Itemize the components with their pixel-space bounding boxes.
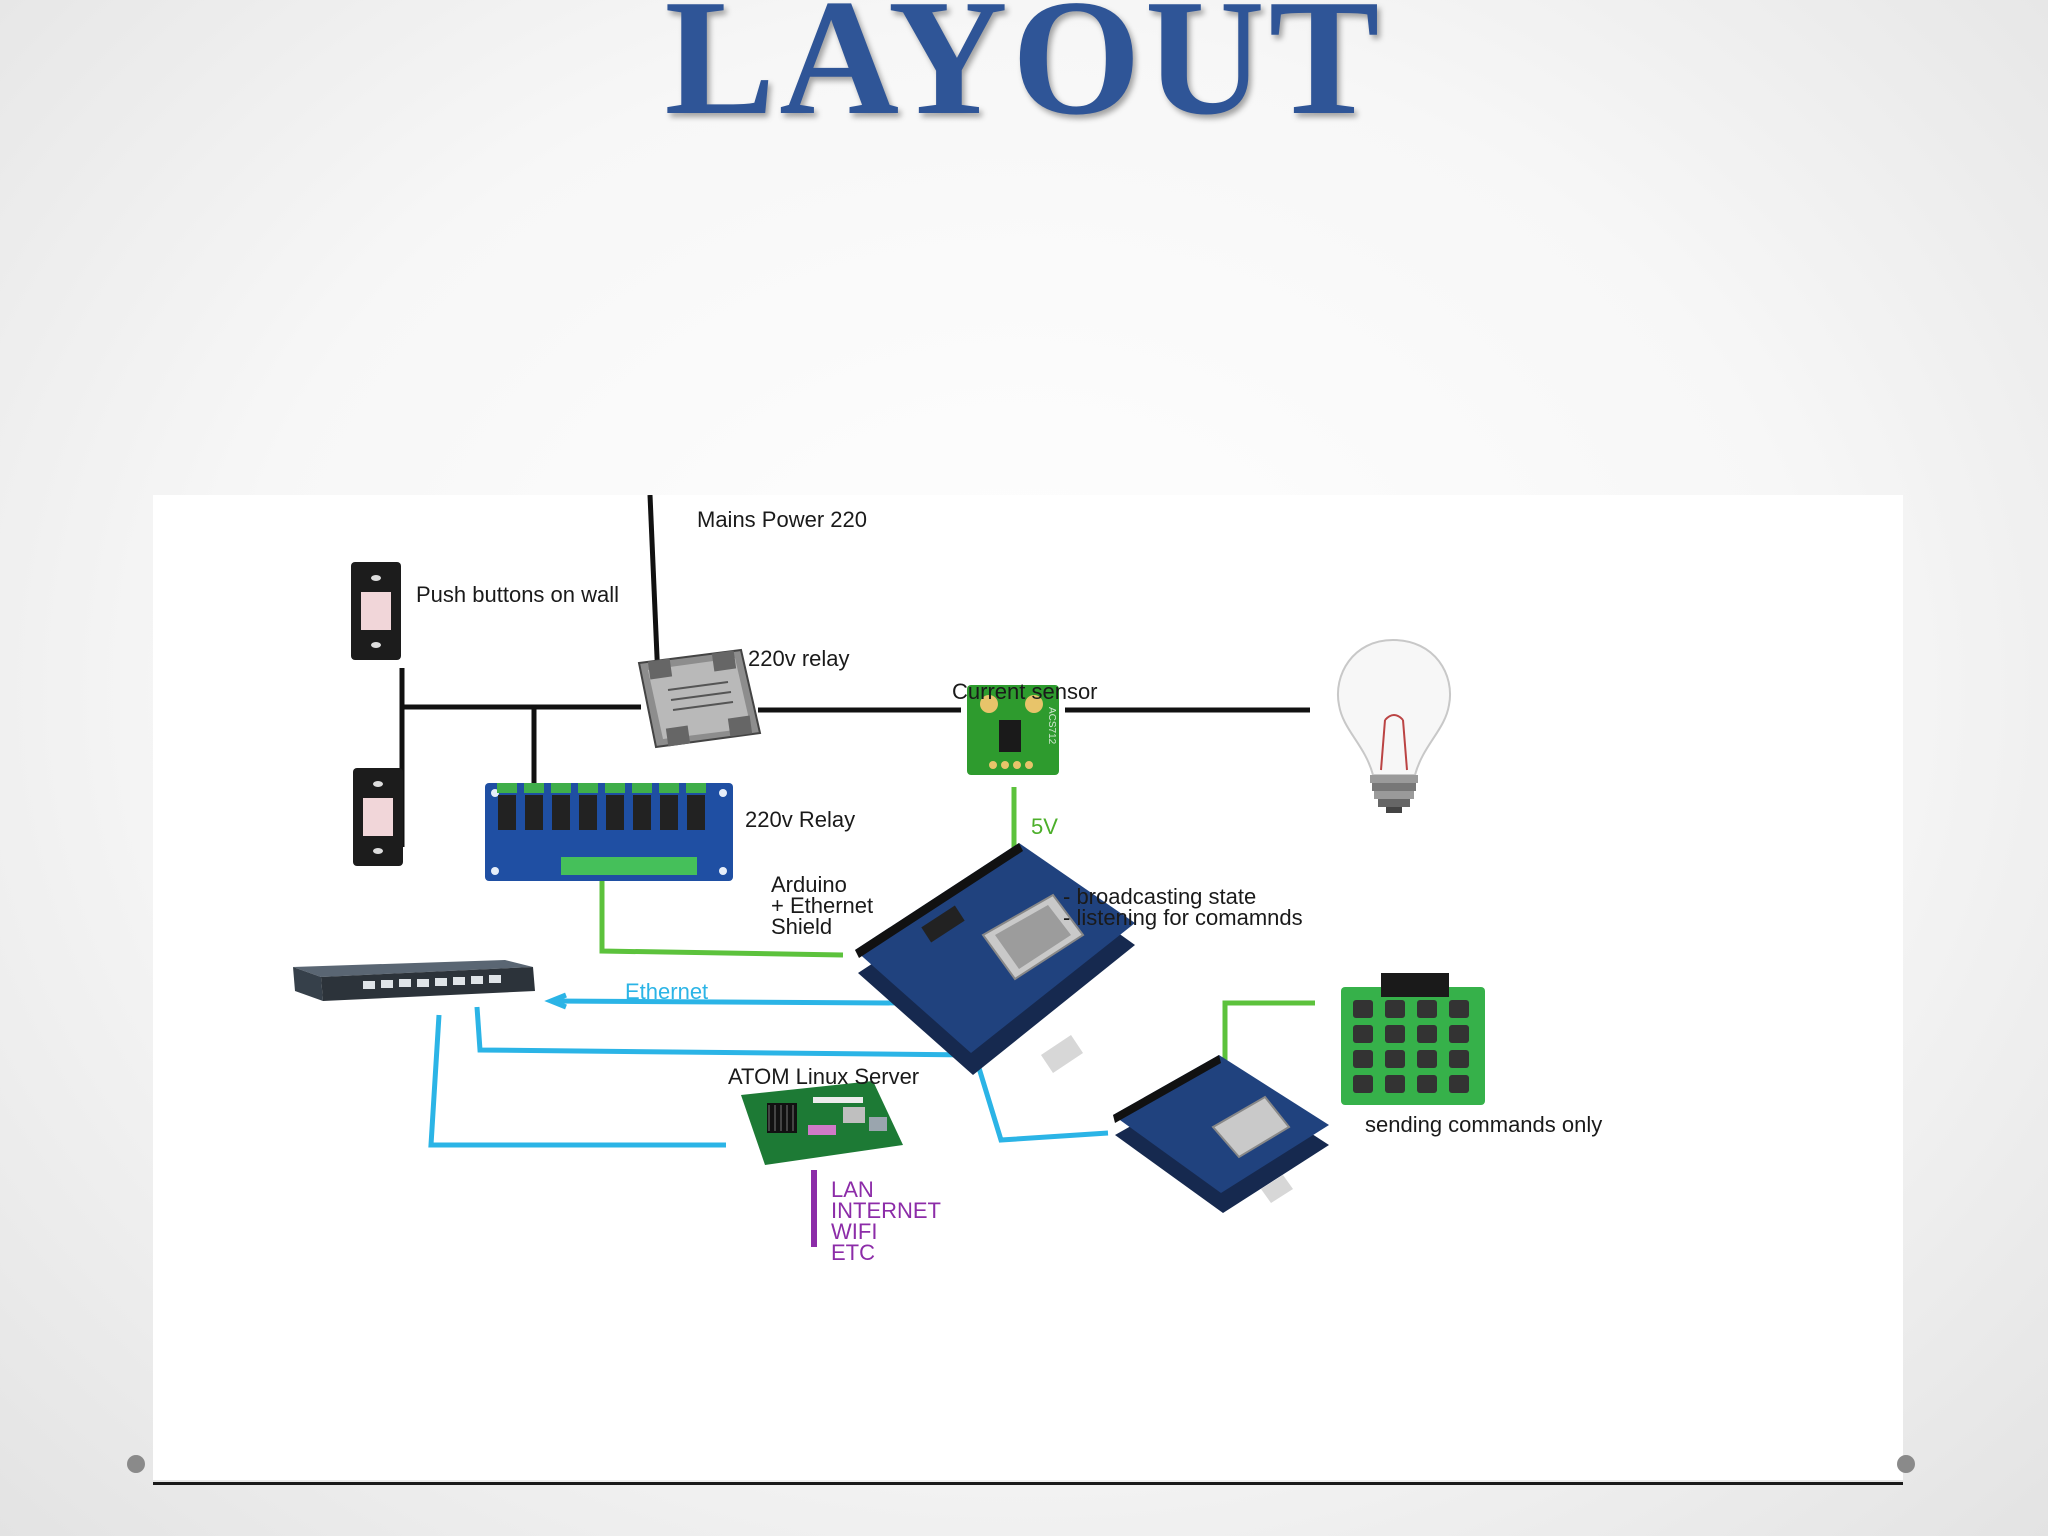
ethernet-label: Ethernet xyxy=(625,979,709,1004)
push-buttons-label: Push buttons on wall xyxy=(416,582,620,607)
keypad xyxy=(1341,973,1485,1105)
footer-rule xyxy=(153,1482,1903,1485)
arduino-label-line3: Shield xyxy=(771,914,833,939)
ethernet-arduino-wire xyxy=(550,998,901,1006)
arduino-label: Arduino + Ethernet Shield xyxy=(771,872,874,939)
relay-board-control-wire xyxy=(599,880,844,958)
switch-to-server-wire xyxy=(428,1014,726,1148)
ethernet-arrow xyxy=(544,992,567,1010)
network-uplink-label: LAN INTERNET WIFI ETC xyxy=(831,1177,941,1265)
mains-power-label: Mains Power 220 xyxy=(697,507,867,532)
relay-board xyxy=(485,783,733,881)
arduino-label-line2: + Ethernet xyxy=(771,893,874,918)
relay-board-label: 220v Relay xyxy=(745,807,856,832)
command-arduino xyxy=(1113,1055,1329,1213)
wifi-label: WIFI xyxy=(831,1219,878,1244)
layout-diagram: ACS712 xyxy=(153,495,1903,1480)
arduino-function-label: - broadcasting state - listening for com… xyxy=(1063,884,1303,930)
wiring-graphic: ACS712 xyxy=(293,495,1485,1247)
push-button-bottom xyxy=(353,768,403,866)
slide-title: LAYOUT xyxy=(664,0,1384,149)
five-volt-label: 5V xyxy=(1031,814,1058,839)
footer-dot-left xyxy=(127,1455,145,1473)
sensor-chip-text: ACS712 xyxy=(1046,707,1057,745)
push-button-top xyxy=(351,562,401,660)
atom-server-label: ATOM Linux Server xyxy=(728,1064,920,1089)
sending-commands-label: sending commands only xyxy=(1365,1112,1603,1137)
current-sensor-board xyxy=(967,685,1059,775)
network-switch xyxy=(293,960,535,1001)
footer-dot-right xyxy=(1897,1455,1915,1473)
atom-motherboard xyxy=(741,1081,903,1165)
relay-220v-label: 220v relay xyxy=(748,646,850,671)
arduino-ethernet-shield xyxy=(855,843,1135,1075)
arduino-label-line1: Arduino xyxy=(771,872,847,897)
broadcasting-label: - broadcasting state xyxy=(1063,884,1257,909)
current-sensor-label: Current sensor xyxy=(952,679,1098,704)
lan-label: LAN xyxy=(831,1177,874,1202)
etc-label: ETC xyxy=(831,1240,875,1265)
internet-label: INTERNET xyxy=(831,1198,941,1223)
light-bulb xyxy=(1337,638,1451,813)
listening-label: - listening for comamnds xyxy=(1063,905,1303,930)
keypad-wire xyxy=(1222,1000,1315,1063)
solid-state-relay xyxy=(637,648,762,749)
